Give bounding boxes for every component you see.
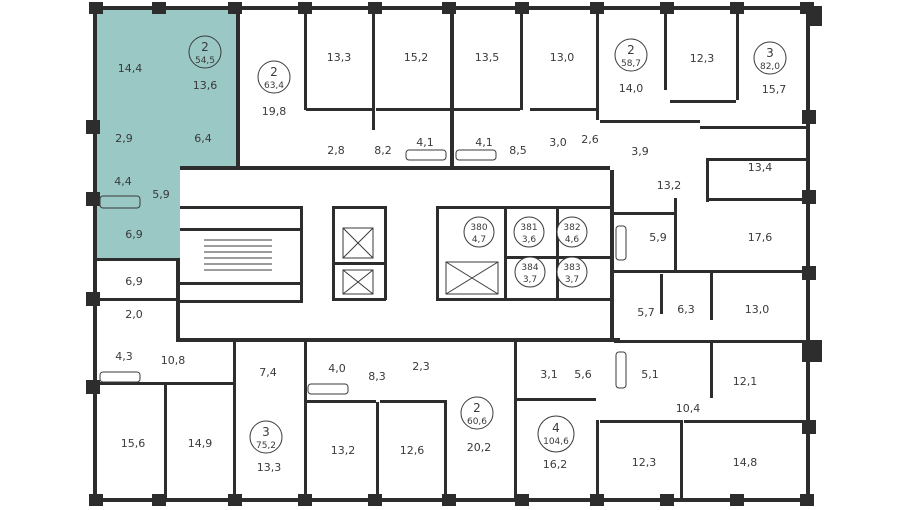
- apartment-area: 54,5: [195, 56, 215, 66]
- room-area: 2,6: [581, 133, 599, 146]
- room-area: 13,3: [257, 461, 282, 474]
- room-area: 4,3: [115, 350, 133, 363]
- room-area: 15,2: [404, 51, 429, 64]
- room-area: 20,2: [467, 441, 492, 454]
- room-area: 13,6: [193, 79, 218, 92]
- room-area: 13,0: [550, 51, 575, 64]
- apartment-label[interactable]: 4 104,6: [537, 415, 575, 453]
- room-area: 5,6: [574, 368, 592, 381]
- room-area: 14,0: [619, 82, 644, 95]
- room-area: 3,9: [631, 145, 649, 158]
- storage-area: 3,6: [522, 235, 537, 245]
- room-area: 10,8: [161, 354, 186, 367]
- room-area: 6,4: [194, 132, 212, 145]
- room-area: 14,4: [118, 62, 143, 75]
- room-area: 8,5: [509, 144, 527, 157]
- room-area: 4,1: [475, 136, 493, 149]
- storage-unit[interactable]: 383 3,7: [556, 256, 588, 288]
- apartment-area: 82,0: [760, 62, 780, 72]
- apartment-rooms: 3: [262, 425, 270, 439]
- room-area: 13,0: [745, 303, 770, 316]
- apartment-label[interactable]: 2 54,5: [188, 35, 222, 69]
- storage-unit[interactable]: 382 4,6: [556, 216, 588, 248]
- storage-number: 382: [563, 223, 580, 233]
- apartment-rooms: 2: [627, 43, 635, 57]
- room-area: 19,8: [262, 105, 287, 118]
- apartment-label[interactable]: 2 60,6: [460, 396, 494, 430]
- storage-unit[interactable]: 384 3,7: [514, 256, 546, 288]
- room-area: 3,0: [549, 136, 567, 149]
- room-area: 12,3: [632, 456, 657, 469]
- room-area: 4,1: [416, 136, 434, 149]
- room-area: 6,3: [677, 303, 695, 316]
- storage-area: 4,6: [565, 235, 580, 245]
- room-area: 5,1: [641, 368, 659, 381]
- room-area: 12,1: [733, 375, 758, 388]
- room-area: 15,7: [762, 83, 787, 96]
- room-area: 6,9: [125, 228, 143, 241]
- room-area: 5,7: [637, 306, 655, 319]
- room-area: 13,3: [327, 51, 352, 64]
- storage-unit[interactable]: 380 4,7: [463, 216, 495, 248]
- apartment-rooms: 4: [552, 421, 560, 435]
- apartment-rooms: 3: [766, 46, 774, 60]
- room-area: 5,9: [649, 231, 667, 244]
- room-area: 4,0: [328, 362, 346, 375]
- room-area: 4,4: [114, 175, 132, 188]
- room-area: 17,6: [748, 231, 773, 244]
- room-area: 6,9: [125, 275, 143, 288]
- room-area: 8,3: [368, 370, 386, 383]
- storage-area: 3,7: [523, 275, 537, 285]
- apartment-area: 104,6: [543, 437, 569, 447]
- room-area: 15,6: [121, 437, 146, 450]
- room-area: 2,9: [115, 132, 133, 145]
- room-area: 14,8: [733, 456, 758, 469]
- room-area: 14,9: [188, 437, 213, 450]
- room-area: 12,6: [400, 444, 425, 457]
- fixtures: [99, 149, 627, 395]
- room-area: 2,8: [327, 144, 345, 157]
- room-area: 7,4: [259, 366, 277, 379]
- storage-number: 381: [520, 223, 537, 233]
- room-area: 13,5: [475, 51, 500, 64]
- room-area: 10,4: [676, 402, 701, 415]
- storage-number: 383: [563, 263, 580, 273]
- room-area: 13,2: [657, 179, 682, 192]
- room-area: 12,3: [690, 52, 715, 65]
- room-area: 13,4: [748, 161, 773, 174]
- apartment-area: 60,6: [467, 417, 487, 427]
- apartment-label[interactable]: 2 58,7: [614, 38, 648, 72]
- apartment-rooms: 2: [201, 40, 209, 54]
- room-area: 2,0: [125, 308, 143, 321]
- apartment-label[interactable]: 3 82,0: [753, 41, 787, 75]
- storage-unit[interactable]: 381 3,6: [513, 216, 545, 248]
- room-area: 8,2: [374, 144, 392, 157]
- apartment-label[interactable]: 3 75,2: [249, 420, 283, 454]
- apartment-label[interactable]: 2 63,4: [257, 60, 291, 94]
- storage-area: 4,7: [472, 235, 486, 245]
- apartment-area: 75,2: [256, 441, 276, 451]
- interior-walls: [97, 10, 806, 498]
- apartment-area: 63,4: [264, 81, 284, 91]
- apartment-rooms: 2: [473, 401, 481, 415]
- room-area: 2,3: [412, 360, 430, 373]
- room-area: 16,2: [543, 458, 568, 471]
- storage-number: 384: [521, 263, 538, 273]
- apartment-area: 58,7: [621, 59, 641, 69]
- storage-number: 380: [470, 223, 487, 233]
- room-area: 3,1: [540, 368, 558, 381]
- room-area: 13,2: [331, 444, 356, 457]
- room-area: 5,9: [152, 188, 170, 201]
- apartment-rooms: 2: [270, 65, 278, 79]
- storage-area: 3,7: [565, 275, 579, 285]
